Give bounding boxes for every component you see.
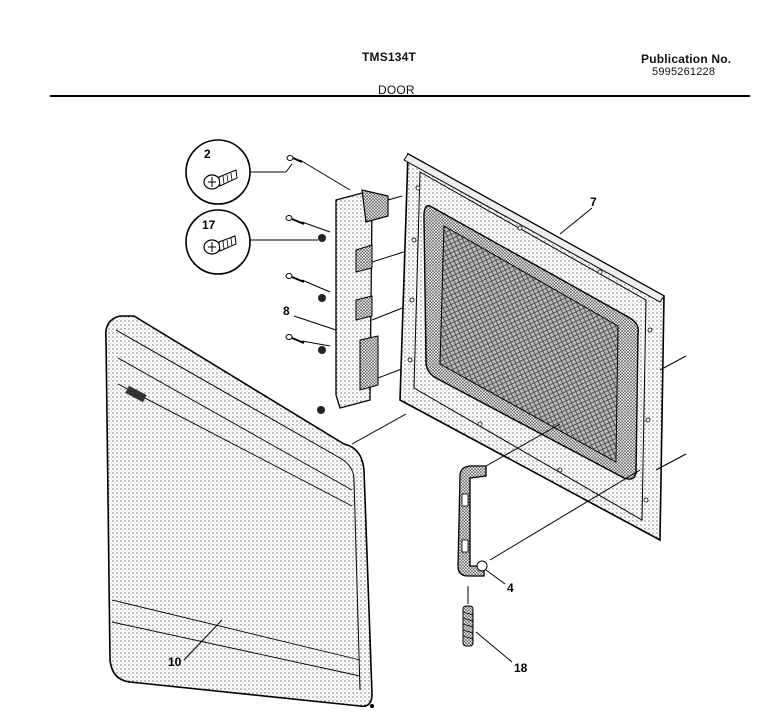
door-latch (457, 423, 641, 577)
detail-circle-17 (185, 209, 318, 275)
hinge-bracket (335, 189, 413, 409)
screw-icon (203, 235, 237, 255)
leader-7 (559, 207, 593, 235)
callout-7: 7 (590, 195, 597, 209)
header-rule (50, 95, 750, 97)
screw-icon (203, 169, 238, 190)
callout-8: 8 (283, 304, 290, 318)
leader-18 (475, 631, 513, 663)
door-front-panel (104, 315, 407, 708)
leader-10 (183, 619, 223, 661)
brand-logo-mark (125, 385, 147, 403)
leader-right-upper (659, 355, 687, 371)
section-title: DOOR (378, 83, 415, 97)
detail-circle-2 (185, 139, 293, 205)
callout-10: 10 (168, 655, 182, 669)
callout-18: 18 (514, 661, 528, 675)
callout-2: 2 (204, 147, 211, 161)
spring (462, 586, 474, 647)
publication-number: 5995261228 (652, 66, 716, 78)
callout-4: 4 (507, 581, 514, 595)
leader-8 (293, 315, 337, 331)
publication-label: Publication No. (641, 52, 732, 66)
door-frame (399, 152, 665, 542)
hinge-screws (285, 155, 351, 414)
callout-17: 17 (202, 218, 216, 232)
model-number: TMS134T (362, 50, 417, 64)
leader-4 (485, 569, 506, 585)
leader-right-lower (655, 453, 687, 471)
